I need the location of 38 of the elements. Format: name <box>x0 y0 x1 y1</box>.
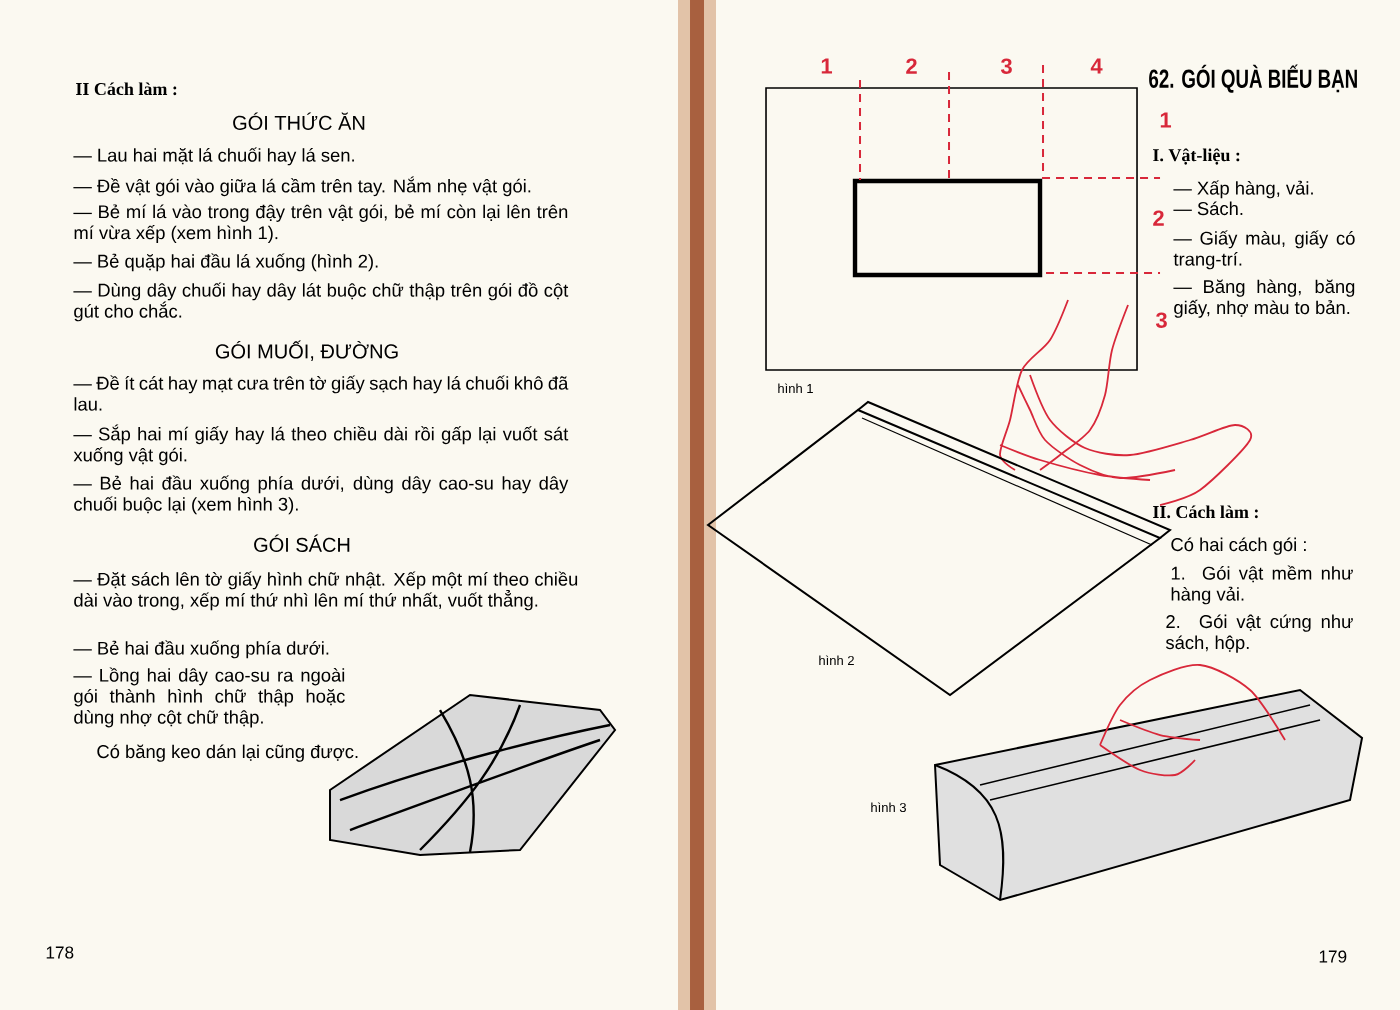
list-item: 2. Gói vật cứng như sách, hộp. <box>1165 614 1353 653</box>
page-title: 62. GÓI QUÀ BIẾU BẠN <box>1149 64 1357 93</box>
list-item: — Bẻ hai đầu xuống phía dưới, dùng dây cao-su hay dây chuối buộc lại (xem hình 3). <box>73 475 569 515</box>
fold-number: 3 <box>1155 312 1167 328</box>
list-item: — Đề vật gói vào giữa lá cầm trên tay. Nắm nhẹ vật gói. <box>73 176 531 197</box>
list-item: — Dùng dây chuối hay dây lát buộc chữ thập trên gói đồ cột gút cho chắc. <box>73 282 569 322</box>
list-item: — Bẻ mí lá vào trong đậy trên vật gói, bẻ mí còn lại lên trên mí vừa xếp (xem hình 1). <box>73 204 568 243</box>
list-item: — Bẻ hai đầu xuống phía dưới. <box>73 640 329 659</box>
list-item: — Sách. <box>1173 201 1243 216</box>
fold-number: 3 <box>1000 58 1012 74</box>
subheading: GÓI SÁCH <box>254 534 350 552</box>
subheading: GÓI MUỐI, ĐƯỜNG <box>215 340 398 361</box>
section-heading: II. Cách làm : <box>1153 505 1258 519</box>
fold-number: 2 <box>1153 210 1164 226</box>
list-item: — Băng hàng, băng giấy, nhợ màu to bản. <box>1173 279 1355 318</box>
list-item: — Đề ít cát hay mạt cưa trên tờ giấy sạch hay lá chuối khô đã lau. <box>73 375 569 411</box>
fold-number: 4 <box>1090 58 1103 74</box>
fold-number: 1 <box>1160 112 1172 128</box>
paragraph: Có hai cách gói : <box>1171 537 1306 555</box>
list-item: — Giấy màu, giấy có trang-trí. <box>1173 230 1355 270</box>
list-item: — Bẻ quặp hai đầu lá xuống (hình 2). <box>73 253 378 272</box>
list-item: — Lồng hai dây cao-su ra ngoài gói thành hình chữ thập hoặc dùng nhợ cột chữ thập. <box>73 667 345 728</box>
section-heading: I. Vật-liệu : <box>1153 148 1240 165</box>
figure-caption: hình 2 <box>819 655 854 665</box>
fold-number: 2 <box>906 58 917 74</box>
list-item: 1. Gói vật mềm như hàng vải. <box>1171 565 1353 605</box>
list-item: — Lau hai mặt lá chuối hay lá sen. <box>73 147 354 166</box>
figure-caption: hình 1 <box>778 383 813 393</box>
subheading: GÓI THỨC ĂN <box>233 112 365 130</box>
figure-caption: hình 3 <box>871 802 906 813</box>
list-item: — Đặt sách lên tờ giấy hình chữ nhật. Xếp một mí theo chiều dài vào trong, xếp mí thứ nhì lên mí thứ nhất, vuốt thẳng. <box>73 571 578 611</box>
page-number: 179 <box>1319 950 1347 963</box>
page-number: 178 <box>46 946 74 959</box>
list-item: — Xấp hàng, vải. <box>1173 180 1313 199</box>
section-heading: II Cách làm : <box>76 82 177 96</box>
paragraph: Có băng keo dán lại cũng được. <box>97 744 358 762</box>
list-item: — Sắp hai mí giấy hay lá theo chiều dài rồi gấp lại vuốt sát xuống vật gói. <box>73 424 569 466</box>
fold-number: 1 <box>821 58 832 74</box>
